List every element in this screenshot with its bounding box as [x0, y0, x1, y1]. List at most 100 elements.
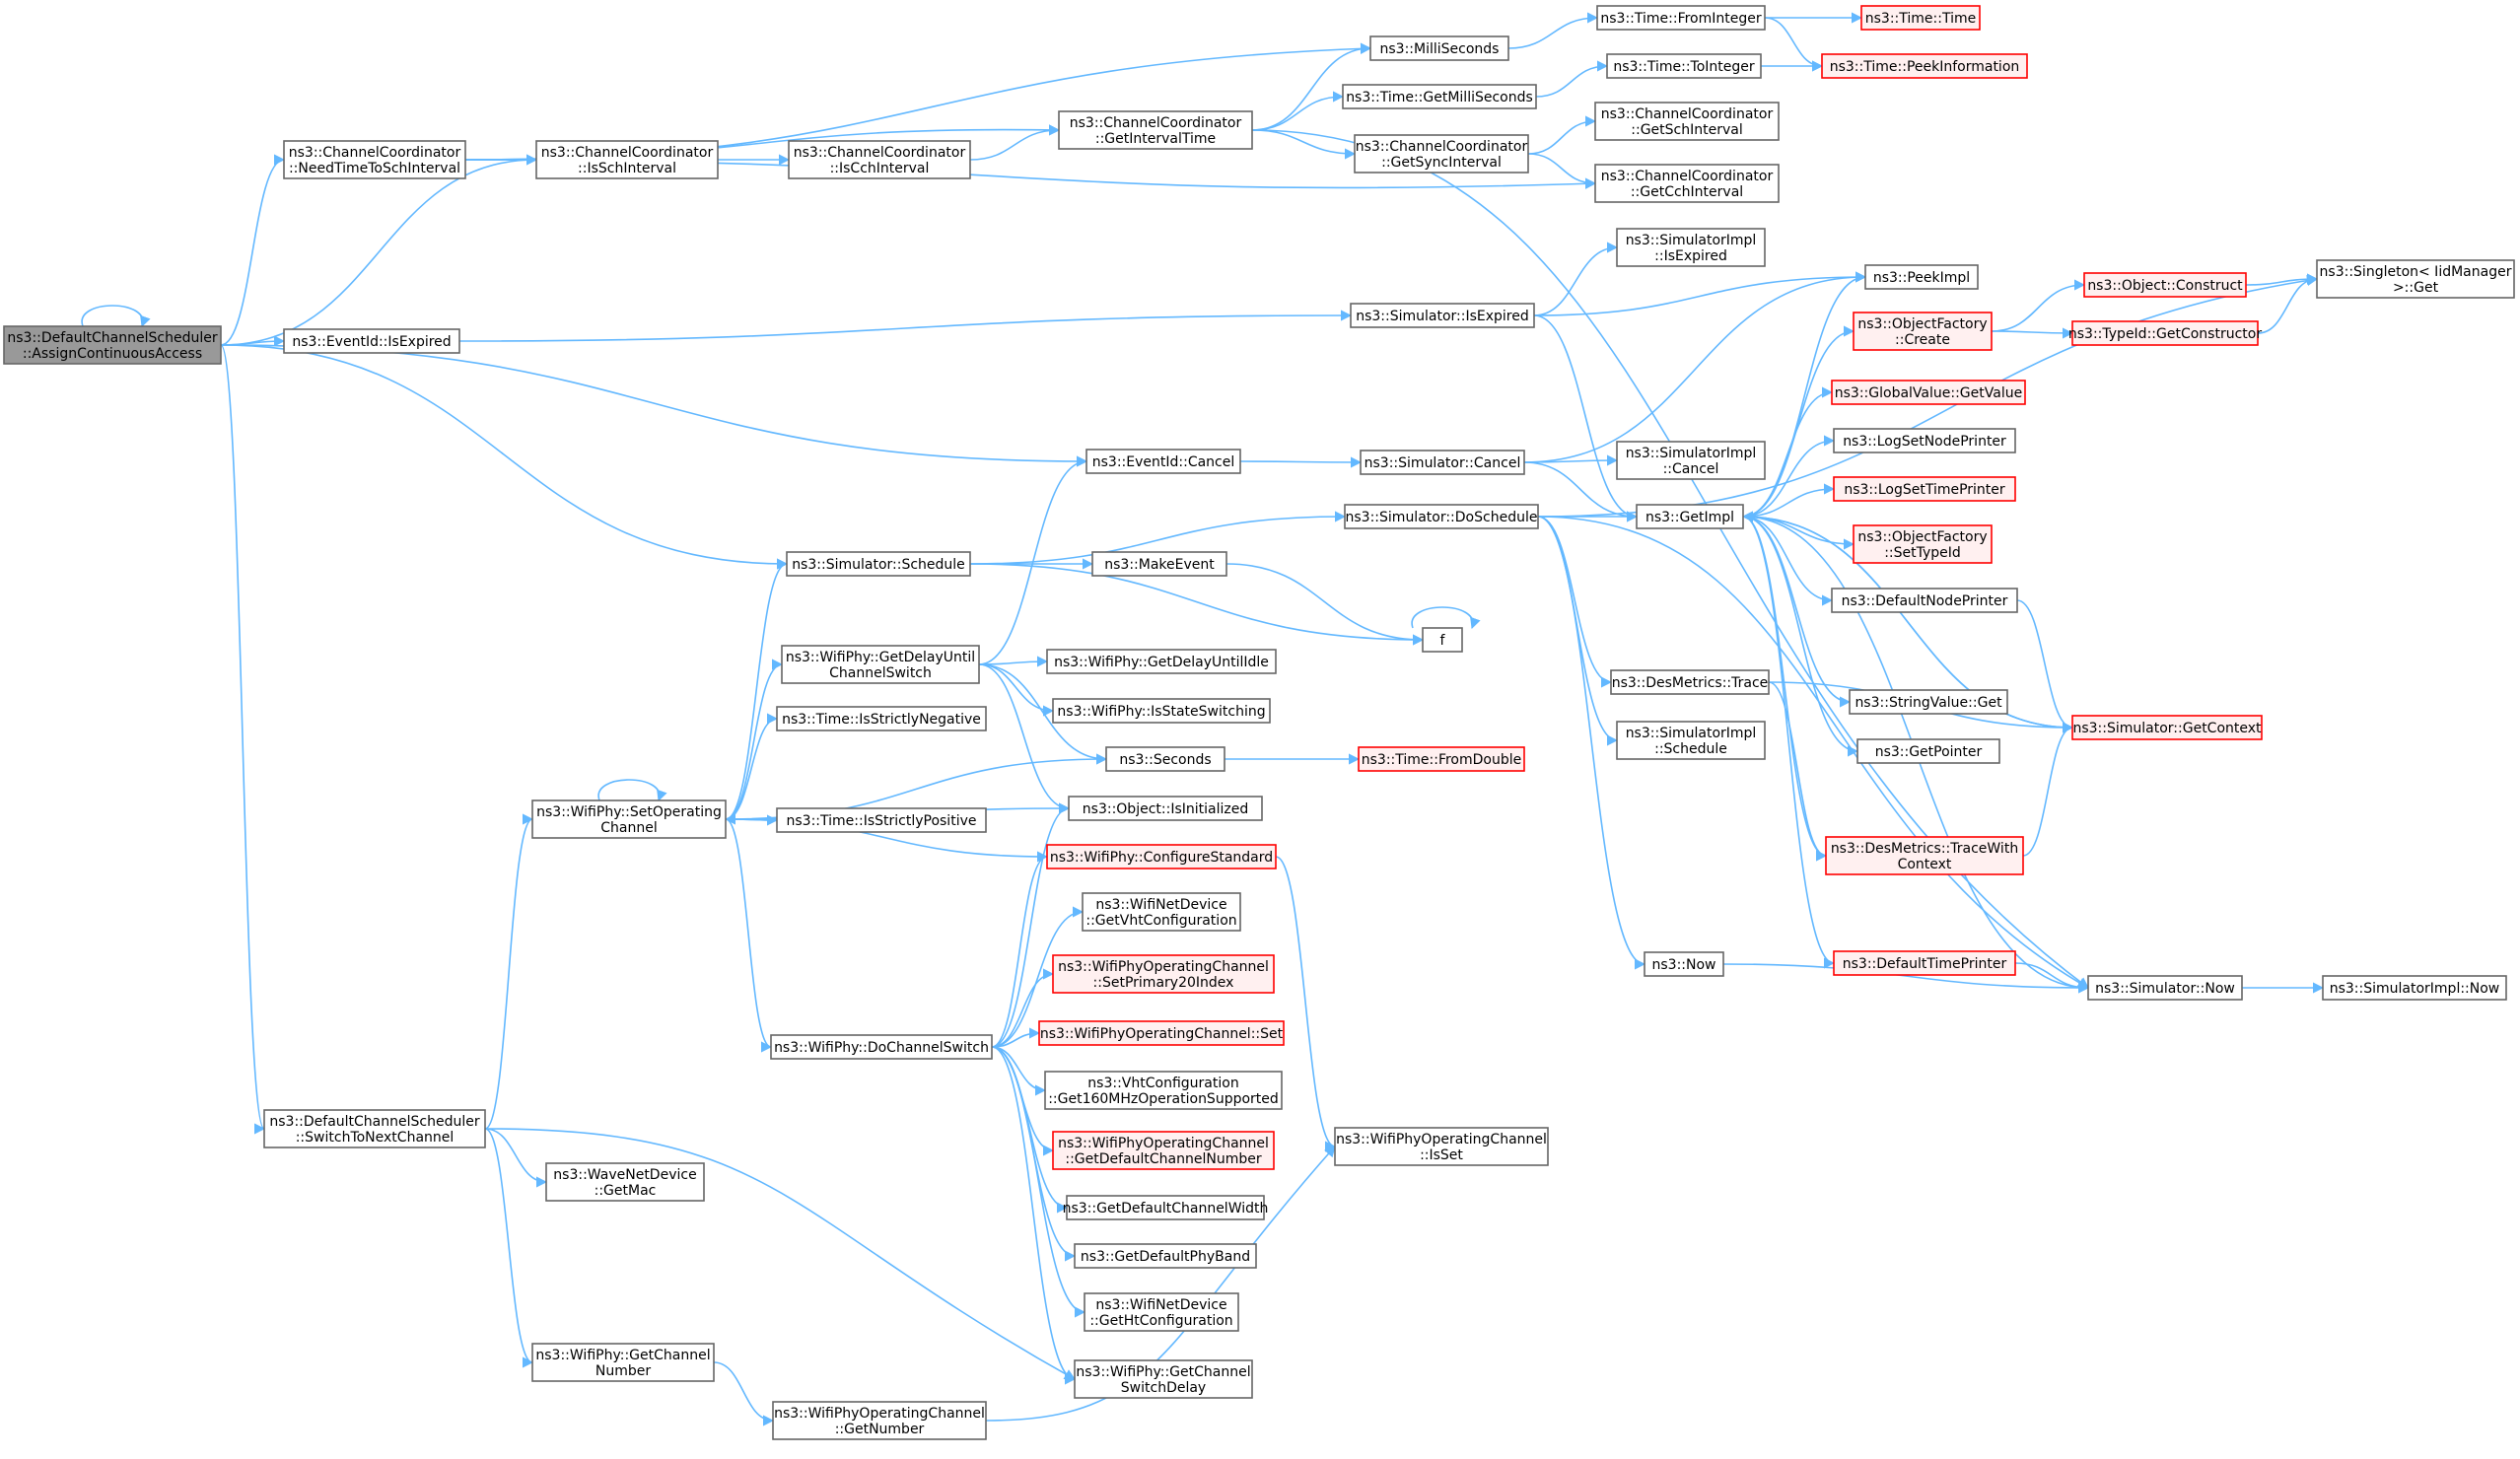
node-label: ns3::DesMetrics::Trace [1612, 675, 1769, 691]
node-timetime[interactable]: ns3::Time::Time [1860, 5, 1981, 31]
node-needtime[interactable]: ns3::ChannelCoordinator::NeedTimeToSchIn… [283, 140, 466, 179]
node-getmac[interactable]: ns3::WaveNetDevice::GetMac [545, 1162, 705, 1202]
node-now[interactable]: ns3::Now [1644, 951, 1724, 977]
node-label: ns3::MilliSeconds [1380, 41, 1500, 57]
node-opgetnum[interactable]: ns3::WifiPhyOperatingChannel::GetNumber [772, 1401, 987, 1440]
node-label: ns3::WifiPhyOperatingChannel [1058, 1136, 1269, 1151]
node-getvht[interactable]: ns3::WifiNetDevice::GetVhtConfiguration [1082, 892, 1241, 932]
node-schedule[interactable]: ns3::Simulator::Schedule [786, 551, 971, 577]
node-isinit[interactable]: ns3::Object::IsInitialized [1068, 796, 1263, 821]
node-getsync[interactable]: ns3::ChannelCoordinator::GetSyncInterval [1354, 134, 1529, 174]
node-opset[interactable]: ns3::WifiPhyOperatingChannel::Set [1038, 1020, 1285, 1046]
node-objconstruct[interactable]: ns3::Object::Construct [2083, 272, 2247, 298]
node-issch[interactable]: ns3::ChannelCoordinator::IsSchInterval [535, 140, 719, 179]
node-destrace[interactable]: ns3::DesMetrics::Trace [1610, 669, 1770, 695]
node-get160[interactable]: ns3::VhtConfiguration::Get160MHzOperatio… [1044, 1071, 1283, 1110]
node-evcancel[interactable]: ns3::EventId::Cancel [1085, 449, 1241, 474]
node-label: ns3::Now [1652, 957, 1716, 973]
node-implnow[interactable]: ns3::SimulatorImpl::Now [2322, 975, 2507, 1001]
node-peekimpl[interactable]: ns3::PeekImpl [1864, 264, 1979, 290]
node-label: ns3::DefaultChannelScheduler [269, 1114, 479, 1130]
node-getimpl[interactable]: ns3::GetImpl [1636, 504, 1744, 529]
node-strneg[interactable]: ns3::Time::IsStrictlyNegative [776, 706, 987, 731]
node-deftimeprint[interactable]: ns3::DefaultTimePrinter [1833, 950, 2016, 976]
edge-ofcreate-to-getctor [1991, 327, 2074, 339]
node-box [1616, 441, 1766, 480]
node-box [1084, 1292, 1239, 1332]
node-singleton[interactable]: ns3::Singleton< IidManager >::Get [2316, 259, 2515, 299]
node-millis[interactable]: ns3::MilliSeconds [1369, 35, 1509, 61]
node-label: SwitchDelay [1121, 1380, 1206, 1396]
node-strpos[interactable]: ns3::Time::IsStrictlyPositive [776, 807, 987, 833]
node-getmillis[interactable]: ns3::Time::GetMilliSeconds [1342, 84, 1537, 109]
node-simexp[interactable]: ns3::Simulator::IsExpired [1350, 303, 1535, 328]
node-implcancel[interactable]: ns3::SimulatorImpl::Cancel [1616, 441, 1766, 480]
node-getpointer[interactable]: ns3::GetPointer [1856, 738, 2000, 764]
node-confstd[interactable]: ns3::WifiPhy::ConfigureStandard [1046, 844, 1277, 869]
node-label: ns3::Simulator::GetContext [2072, 721, 2262, 736]
node-seconds[interactable]: ns3::Seconds [1105, 746, 1225, 772]
node-box [1334, 1127, 1549, 1166]
node-getdefcw[interactable]: ns3::GetDefaultChannelWidth [1063, 1195, 1269, 1220]
node-box [1046, 649, 1277, 674]
node-getdefband[interactable]: ns3::GetDefaultPhyBand [1074, 1243, 1257, 1269]
node-logsettime[interactable]: ns3::LogSetTimePrinter [1833, 476, 2016, 502]
node-box [1636, 504, 1744, 529]
node-getint[interactable]: ns3::ChannelCoordinator::GetIntervalTime [1058, 110, 1253, 150]
node-getcchint[interactable]: ns3::ChannelCoordinator::GetCchInterval [1594, 164, 1780, 203]
node-implsched[interactable]: ns3::SimulatorImpl::Schedule [1616, 721, 1766, 760]
node-strvalget[interactable]: ns3::StringValue::Get [1849, 689, 2008, 715]
node-makeevent[interactable]: ns3::MakeEvent [1091, 551, 1227, 577]
node-logsetnode[interactable]: ns3::LogSetNodePrinter [1833, 428, 2016, 453]
node-fromdouble[interactable]: ns3::Time::FromDouble [1358, 746, 1525, 772]
node-box [1853, 524, 1993, 564]
node-simcancel[interactable]: ns3::Simulator::Cancel [1360, 450, 1525, 475]
node-opisset[interactable]: ns3::WifiPhyOperatingChannel::IsSet [1334, 1127, 1549, 1166]
node-toint[interactable]: ns3::Time::ToInteger [1606, 53, 1762, 79]
node-getschint[interactable]: ns3::ChannelCoordinator::GetSchInterval [1594, 102, 1780, 141]
node-isstatesw[interactable]: ns3::WifiPhy::IsStateSwitching [1052, 698, 1271, 724]
node-box [283, 328, 460, 354]
node-evexp[interactable]: ns3::EventId::IsExpired [283, 328, 460, 354]
node-ofcreate[interactable]: ns3::ObjectFactory::Create [1853, 312, 1993, 351]
node-defnodeprint[interactable]: ns3::DefaultNodePrinter [1831, 588, 2018, 613]
node-f[interactable]: f [1422, 627, 1463, 653]
node-dosched[interactable]: ns3::Simulator::DoSchedule [1344, 504, 1539, 529]
node-simgetctx[interactable]: ns3::Simulator::GetContext [2071, 715, 2263, 740]
node-box [263, 1109, 486, 1148]
node-simnow[interactable]: ns3::Simulator::Now [2087, 975, 2243, 1001]
node-box [1058, 110, 1253, 150]
node-peekinfo[interactable]: ns3::Time::PeekInformation [1821, 53, 2028, 79]
node-assign[interactable]: ns3::DefaultChannelScheduler::AssignCont… [3, 325, 222, 365]
node-fromint[interactable]: ns3::Time::FromInteger [1596, 5, 1766, 31]
edge-opgetnum-to-opisset [985, 1146, 1336, 1422]
node-getht[interactable]: ns3::WifiNetDevice::GetHtConfiguration [1084, 1292, 1239, 1332]
node-getctor[interactable]: ns3::TypeId::GetConstructor [2068, 320, 2262, 346]
node-label: ns3::Time::IsStrictlyNegative [782, 712, 981, 728]
node-label: ::AssignContinuousAccess [23, 346, 202, 362]
edge-self-loop-assign [81, 305, 151, 328]
edge-dosched-to-destrace [1537, 516, 1613, 688]
node-getdefch[interactable]: ns3::WifiPhyOperatingChannel::GetDefault… [1052, 1131, 1275, 1170]
node-iscch[interactable]: ns3::ChannelCoordinator::IsCchInterval [788, 140, 971, 179]
node-label: ns3::DefaultChannelScheduler [7, 330, 217, 346]
node-getdelayidle[interactable]: ns3::WifiPhy::GetDelayUntilIdle [1046, 649, 1277, 674]
node-dochsw[interactable]: ns3::WifiPhy::DoChannelSwitch [770, 1034, 993, 1060]
node-box [1864, 264, 1979, 290]
node-label: ns3::SimulatorImpl [1626, 446, 1757, 461]
node-switchnext[interactable]: ns3::DefaultChannelScheduler::SwitchToNe… [263, 1109, 486, 1148]
node-label: ns3::EventId::IsExpired [292, 334, 451, 350]
node-label: ::GetSyncInterval [1381, 155, 1502, 171]
node-label: ns3::GetPointer [1875, 744, 1983, 760]
edge-setopch-to-dochsw [725, 818, 773, 1053]
node-implisexp[interactable]: ns3::SimulatorImpl::IsExpired [1616, 228, 1766, 267]
node-ofsettype[interactable]: ns3::ObjectFactory::SetTypeId [1853, 524, 1993, 564]
node-setprim[interactable]: ns3::WifiPhyOperatingChannel::SetPrimary… [1052, 954, 1275, 994]
node-gvgetvalue[interactable]: ns3::GlobalValue::GetValue [1831, 380, 2026, 405]
node-label: ns3::TypeId::GetConstructor [2068, 326, 2262, 342]
